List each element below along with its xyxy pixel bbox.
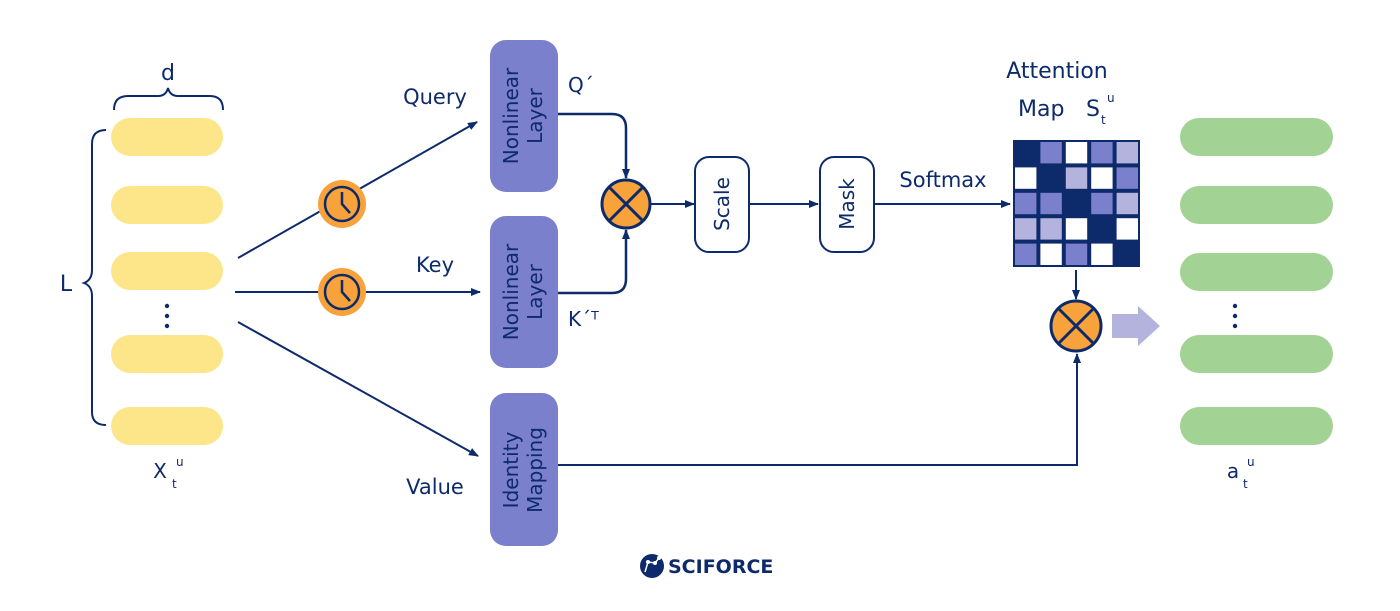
sciforce-logo: SCIFORCE — [640, 554, 773, 578]
svg-text:Map: Map — [1018, 97, 1064, 122]
output-token — [1180, 186, 1333, 224]
clock-icon — [318, 180, 366, 228]
svg-text:u: u — [1107, 91, 1115, 105]
key-label: Key — [416, 253, 454, 277]
value-to-multiply — [558, 353, 1081, 466]
matrix-cell — [1040, 142, 1062, 164]
L-brace — [81, 129, 107, 426]
matrix-cell — [1065, 142, 1088, 164]
input-token — [111, 335, 223, 373]
matrix-cell — [1015, 142, 1037, 164]
output-label: a t u — [1227, 455, 1255, 491]
input-token — [111, 118, 223, 156]
matrix-cell — [1015, 243, 1037, 265]
svg-text:Mask: Mask — [835, 178, 859, 230]
output-token — [1180, 118, 1333, 156]
matrix-cell — [1040, 192, 1062, 215]
output-tokens — [1180, 118, 1333, 445]
svg-text:Scale: Scale — [710, 177, 734, 231]
svg-text:Nonlinear: Nonlinear — [499, 243, 523, 340]
matrix-cell — [1116, 192, 1138, 215]
value-label: Value — [406, 475, 464, 499]
matrix-cell — [1116, 167, 1138, 189]
key-nonlinear-layer: Nonlinear Layer — [490, 216, 558, 368]
matrix-cell — [1116, 218, 1138, 240]
attention-matrix — [1013, 140, 1140, 267]
svg-text:Mapping: Mapping — [523, 427, 547, 513]
output-token — [1180, 407, 1333, 445]
ellipsis-dots — [1232, 303, 1238, 329]
matrix-cell — [1015, 218, 1037, 240]
matrix-cell — [1040, 243, 1062, 265]
q-prime-label: Q´ — [568, 73, 594, 97]
matrix-cell — [1040, 218, 1062, 240]
k-prime-label: K´ᵀ — [568, 307, 599, 331]
matrix-cell — [1015, 167, 1037, 189]
svg-text:u: u — [176, 455, 184, 469]
q-to-multiply — [558, 112, 630, 179]
svg-text:a: a — [1227, 459, 1239, 483]
ellipsis-dots — [164, 303, 170, 329]
svg-text:S: S — [1086, 97, 1100, 122]
svg-text:Layer: Layer — [523, 263, 547, 320]
input-token — [111, 186, 223, 224]
identity-mapping: Identity Mapping — [490, 393, 558, 546]
matrix-cell — [1091, 243, 1113, 265]
mask-box: Mask — [819, 156, 875, 253]
matrix-cell — [1091, 218, 1113, 240]
multiply-icon — [600, 178, 652, 230]
L-label: L — [60, 272, 73, 297]
svg-text:Nonlinear: Nonlinear — [499, 67, 523, 164]
input-label: X t u — [153, 455, 183, 491]
d-brace — [113, 87, 224, 111]
query-label: Query — [403, 85, 467, 109]
value-line — [237, 321, 479, 457]
svg-text:Identity: Identity — [499, 432, 523, 509]
multiply-icon — [1049, 299, 1103, 353]
matrix-cell — [1015, 192, 1037, 215]
attention-title: Attention Map S t u — [1006, 59, 1114, 127]
scale-box: Scale — [694, 156, 750, 253]
matrix-cell — [1065, 167, 1088, 189]
k-to-multiply — [558, 229, 630, 295]
matrix-cell — [1040, 167, 1062, 189]
matrix-cell — [1065, 192, 1088, 215]
matrix-cell — [1116, 142, 1138, 164]
matrix-cell — [1065, 218, 1088, 240]
matrix-cell — [1091, 142, 1113, 164]
output-token — [1180, 335, 1333, 373]
input-token — [111, 407, 223, 445]
svg-text:X: X — [153, 459, 167, 483]
matrix-cell — [1091, 192, 1113, 215]
svg-text:u: u — [1247, 455, 1255, 469]
matrix-cell — [1065, 243, 1088, 265]
d-label: d — [161, 61, 175, 86]
svg-text:t: t — [1243, 477, 1248, 491]
clock-icon — [318, 268, 366, 316]
svg-text:Layer: Layer — [523, 87, 547, 144]
arrow-right-icon — [1112, 306, 1160, 346]
matrix-cell — [1116, 243, 1138, 265]
output-token — [1180, 253, 1333, 291]
input-token — [111, 252, 223, 290]
input-tokens — [111, 118, 223, 445]
svg-text:SCIFORCE: SCIFORCE — [668, 556, 773, 578]
matrix-cell — [1091, 167, 1113, 189]
svg-text:Attention: Attention — [1006, 59, 1108, 84]
svg-text:t: t — [172, 477, 177, 491]
softmax-label: Softmax — [899, 168, 986, 192]
svg-text:t: t — [1101, 113, 1106, 127]
query-nonlinear-layer: Nonlinear Layer — [490, 40, 558, 192]
